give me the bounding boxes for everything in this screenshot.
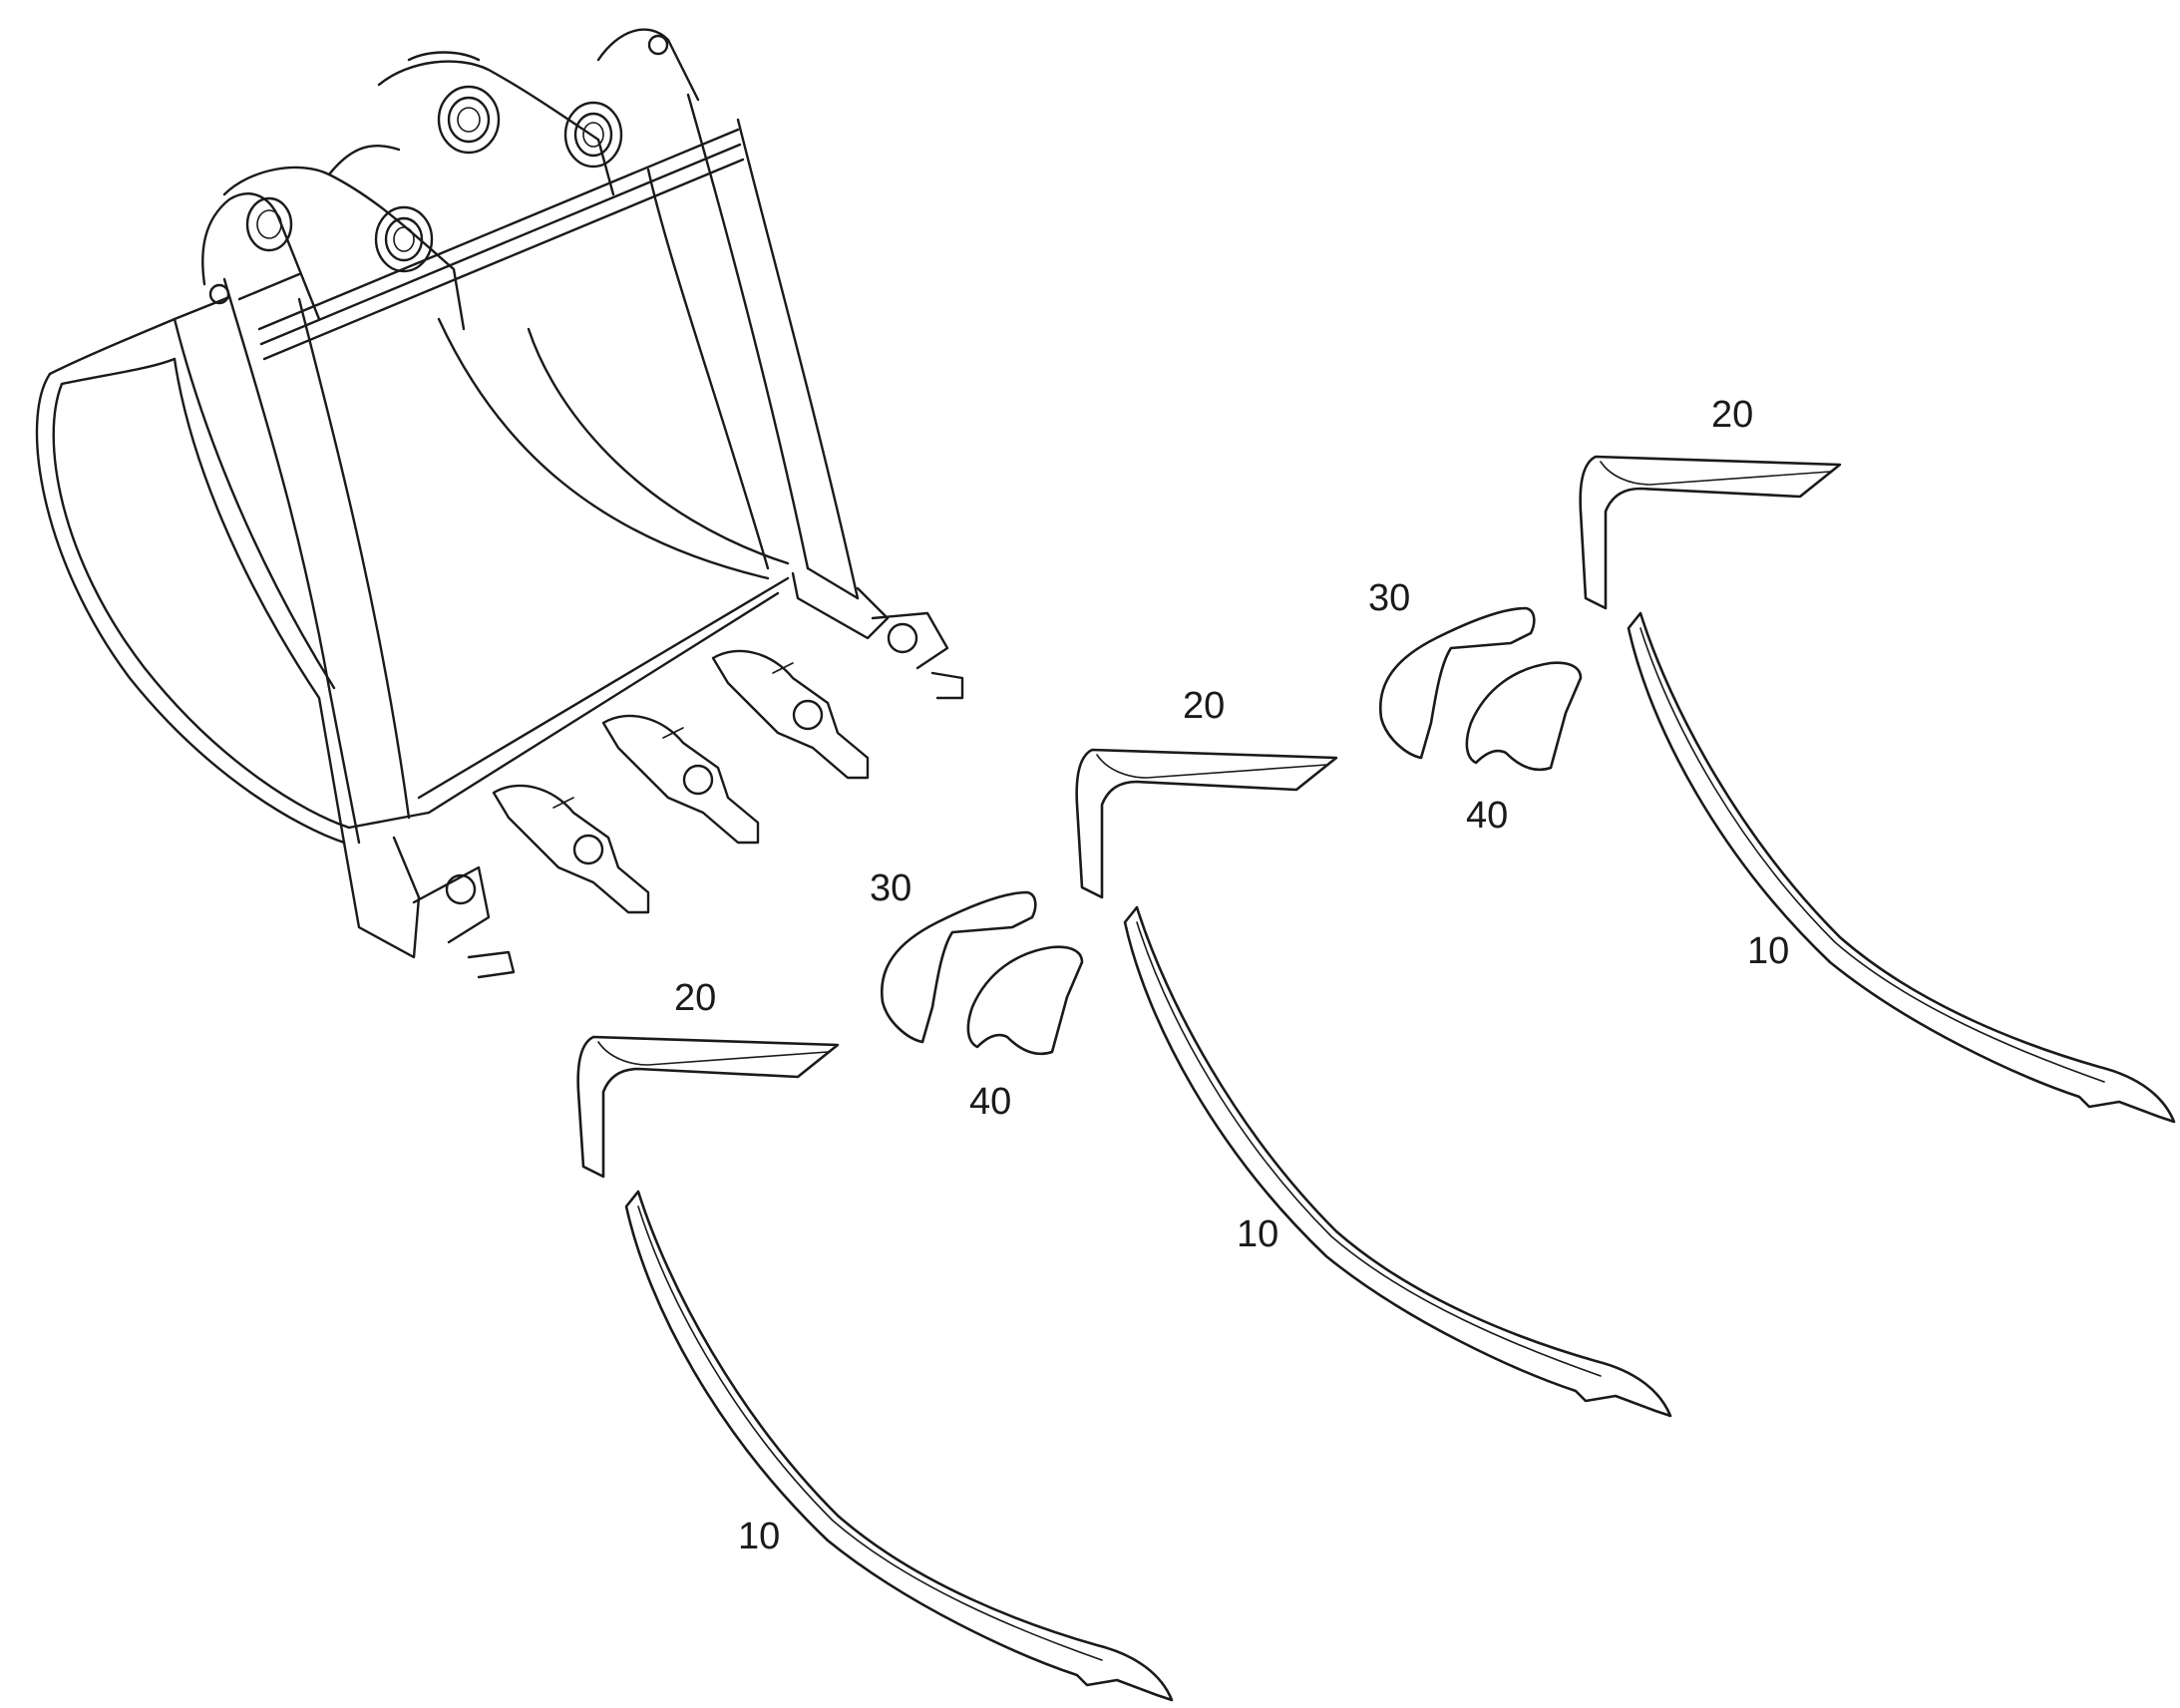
part-10-right [1627,611,2176,1124]
excavator-bucket [35,28,964,979]
part-40-left [966,945,1084,1056]
part-30-left [880,890,1037,1044]
callout-20-middle: 20 [1183,685,1225,727]
tooth-adapter [711,649,870,780]
callout-40-left: 40 [969,1081,1011,1123]
callout-30-right: 30 [1368,577,1410,619]
callout-10-right: 10 [1747,930,1789,972]
part-30-right [1378,606,1536,760]
callout-20-right: 20 [1711,394,1753,436]
part-10-left [624,1190,1174,1702]
callout-30-left: 30 [870,867,911,909]
callout-10-middle: 10 [1237,1213,1278,1255]
part-20-left [576,1035,840,1179]
tooth-adapter [601,714,760,845]
part-10-middle [1123,905,1672,1418]
part-20-right [1579,455,1842,610]
part-40-right [1465,661,1583,772]
callout-40-right: 40 [1466,795,1508,837]
tooth-adapter [492,784,650,914]
callout-10-left: 10 [738,1516,780,1557]
part-20-middle [1075,748,1338,899]
callout-20-left: 20 [674,977,716,1019]
